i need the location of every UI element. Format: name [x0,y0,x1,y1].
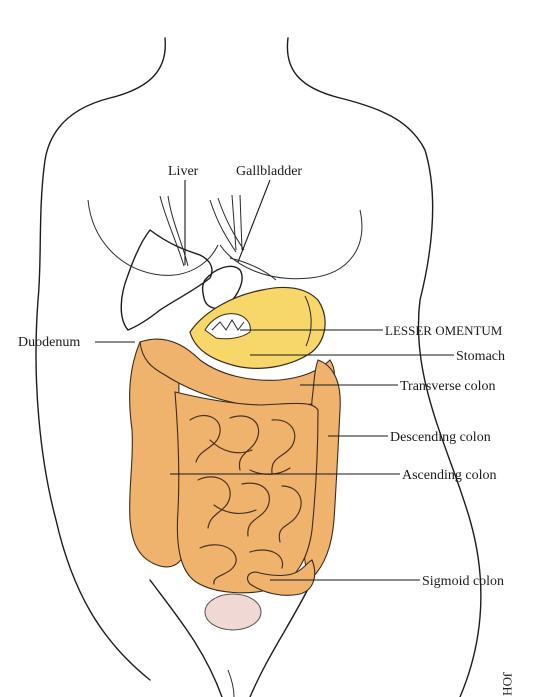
label-descending-colon: Descending colon [390,430,491,445]
label-transverse-colon: Transverse colon [400,379,496,394]
stomach [189,286,326,369]
labels: Liver Gallbladder Duodenum LESSER OMENTU… [18,164,515,696]
label-duodenum: Duodenum [18,335,80,350]
liver [120,194,245,331]
signature: JOH [500,672,515,696]
label-gallbladder: Gallbladder [236,164,302,179]
lesser-omentum [204,313,251,340]
label-liver: Liver [168,164,199,179]
torso-outline [35,37,482,697]
small-intestine [174,391,319,594]
leader-lines [95,179,454,581]
leader-gallbladder [237,179,271,263]
sigmoid-colon [247,559,316,596]
label-stomach: Stomach [456,349,505,364]
label-ascending-colon: Ascending colon [402,468,496,483]
bladder [204,593,262,631]
label-sigmoid-colon: Sigmoid colon [422,574,504,589]
label-lesser-omentum: LESSER OMENTUM [385,323,503,338]
